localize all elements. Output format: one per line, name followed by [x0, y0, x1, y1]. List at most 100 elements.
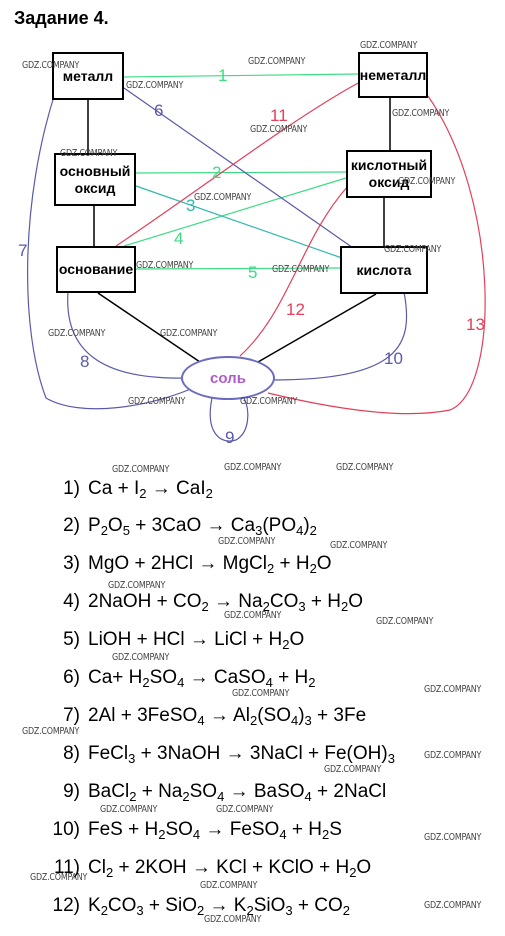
equation-text: MgO + 2HCl → MgCl — [88, 553, 267, 574]
arrow-num-3: 3 — [186, 196, 196, 215]
equation-subscript: 4 — [290, 713, 299, 728]
equation-text: O — [356, 857, 372, 878]
watermark: GDZ.COMPANY — [22, 726, 80, 737]
equation-text: 2Al + 3FeSO — [88, 705, 198, 726]
equation-text: FeS + H — [88, 819, 159, 840]
equation-3: 3)MgO + 2HCl → MgCl2 + H2O — [46, 553, 332, 576]
watermark: GDZ.COMPANY — [424, 684, 482, 695]
watermark: GDZ.COMPANY — [384, 244, 442, 255]
arrow-num-7: 7 — [18, 241, 28, 260]
watermark: GDZ.COMPANY — [232, 688, 290, 699]
arrow-num-4: 4 — [174, 229, 184, 248]
watermark: GDZ.COMPANY — [218, 536, 276, 547]
line-5 — [135, 267, 341, 270]
equation-text: + SiO — [143, 895, 197, 916]
equation-text: Ca + I — [88, 478, 140, 499]
equation-subscript: 2 — [266, 561, 275, 576]
equation-number: 2) — [63, 515, 80, 536]
equation-text: P — [88, 515, 101, 536]
equation-subscript: 3 — [387, 751, 395, 766]
equation-text: CO — [107, 895, 137, 916]
task-title: Задание 4. — [14, 8, 109, 28]
watermark: GDZ.COMPANY — [240, 396, 298, 407]
arrow-num-13: 13 — [466, 315, 485, 334]
box-acid-oxide: кислотный оксид — [346, 150, 432, 198]
watermark: GDZ.COMPANY — [136, 260, 194, 271]
equation-subscript: 4 — [192, 827, 201, 842]
equation-subscript: 2 — [349, 865, 357, 880]
line-6 — [123, 87, 357, 251]
equation-9: 9)BaCl2 + Na2SO4 → BaSO4 + 2NaCl — [46, 781, 386, 803]
equation-number: 8) — [63, 743, 80, 764]
equation-text: ) — [303, 515, 310, 536]
equation-subscript: 2 — [182, 789, 190, 804]
equation-2: 2)P2O5 + 3CaO → Ca3(PO4)2 — [46, 515, 317, 537]
equation-text: → Na — [208, 591, 263, 612]
watermark: GDZ.COMPANY — [204, 914, 262, 925]
watermark: GDZ.COMPANY — [22, 60, 80, 71]
equation-5: 5)LiOH + HCl → LiCl + H2O — [46, 629, 304, 651]
equation-subscript: 2 — [100, 903, 108, 918]
arrow-num-12: 12 — [286, 300, 305, 319]
arrow-num-11: 11 — [270, 106, 288, 125]
watermark: GDZ.COMPANY — [424, 832, 482, 843]
equation-number: 7) — [63, 705, 80, 726]
equation-subscript: 2 — [139, 486, 147, 501]
watermark: GDZ.COMPANY — [112, 652, 170, 663]
equation-subscript: 2 — [340, 599, 349, 614]
watermark: GDZ.COMPANY — [216, 804, 274, 815]
equation-subscript: 3 — [128, 751, 136, 766]
equation-text: CO — [269, 591, 299, 612]
watermark: GDZ.COMPANY — [108, 580, 166, 591]
equation-number: 12) — [52, 895, 80, 916]
equation-text: O — [316, 553, 332, 574]
watermark: GDZ.COMPANY — [330, 540, 388, 551]
equation-4: 4)2NaOH + CO2 → Na2CO3 + H2O — [46, 591, 363, 613]
equation-number: 3) — [63, 553, 80, 574]
equation-text: (SO — [257, 705, 291, 726]
watermark: GDZ.COMPANY — [336, 462, 394, 473]
equation-subscript: 4 — [304, 789, 312, 804]
watermark: GDZ.COMPANY — [424, 900, 482, 911]
equation-text: ) — [298, 705, 305, 726]
relations-diagram — [27, 73, 486, 442]
equation-subscript: 2 — [201, 599, 209, 614]
equation-text: SO — [189, 781, 218, 802]
line-base-salt — [97, 292, 201, 363]
box-metal: металл — [52, 52, 124, 100]
watermark: GDZ.COMPANY — [48, 328, 106, 339]
equation-text: K — [88, 895, 101, 916]
line-10 — [271, 291, 408, 381]
line-13 — [267, 95, 486, 415]
watermark: GDZ.COMPANY — [200, 880, 258, 891]
equation-text: O — [107, 515, 123, 536]
equation-text: + 2NaCl — [311, 781, 387, 802]
equation-number: 6) — [63, 667, 80, 688]
equation-subscript: 2 — [342, 903, 350, 918]
equation-text: + CO — [292, 895, 343, 916]
equation-11: 11)Cl2 + 2KOH → KCl + KClO + H2O — [46, 857, 371, 879]
line-1 — [123, 73, 359, 78]
equation-number: 9) — [63, 781, 80, 802]
equation-text: + H — [286, 819, 322, 840]
equation-text: O — [348, 591, 363, 612]
arrow-num-2: 2 — [212, 163, 222, 182]
watermark: GDZ.COMPANY — [224, 610, 282, 621]
equation-subscript: 2 — [282, 637, 290, 652]
equation-subscript: 2 — [129, 789, 137, 804]
watermark: GDZ.COMPANY — [100, 804, 158, 815]
watermark: GDZ.COMPANY — [112, 464, 170, 475]
watermark: GDZ.COMPANY — [30, 872, 88, 883]
equation-text: + H — [272, 667, 309, 688]
equation-subscript: 2 — [309, 561, 317, 576]
equation-text: → FeSO — [200, 819, 280, 840]
equation-text: + 3Fe — [311, 705, 367, 726]
equation-number: 10) — [52, 819, 80, 840]
equation-subscript: 2 — [308, 675, 316, 690]
arrow-num-8: 8 — [80, 352, 90, 371]
line-3 — [135, 185, 343, 259]
watermark: GDZ.COMPANY — [324, 764, 382, 775]
equation-text: + 3NaOH → 3NaCl + Fe(OH) — [135, 743, 388, 764]
equation-text: + Na — [136, 781, 183, 802]
equation-text: → BaSO — [224, 781, 305, 802]
